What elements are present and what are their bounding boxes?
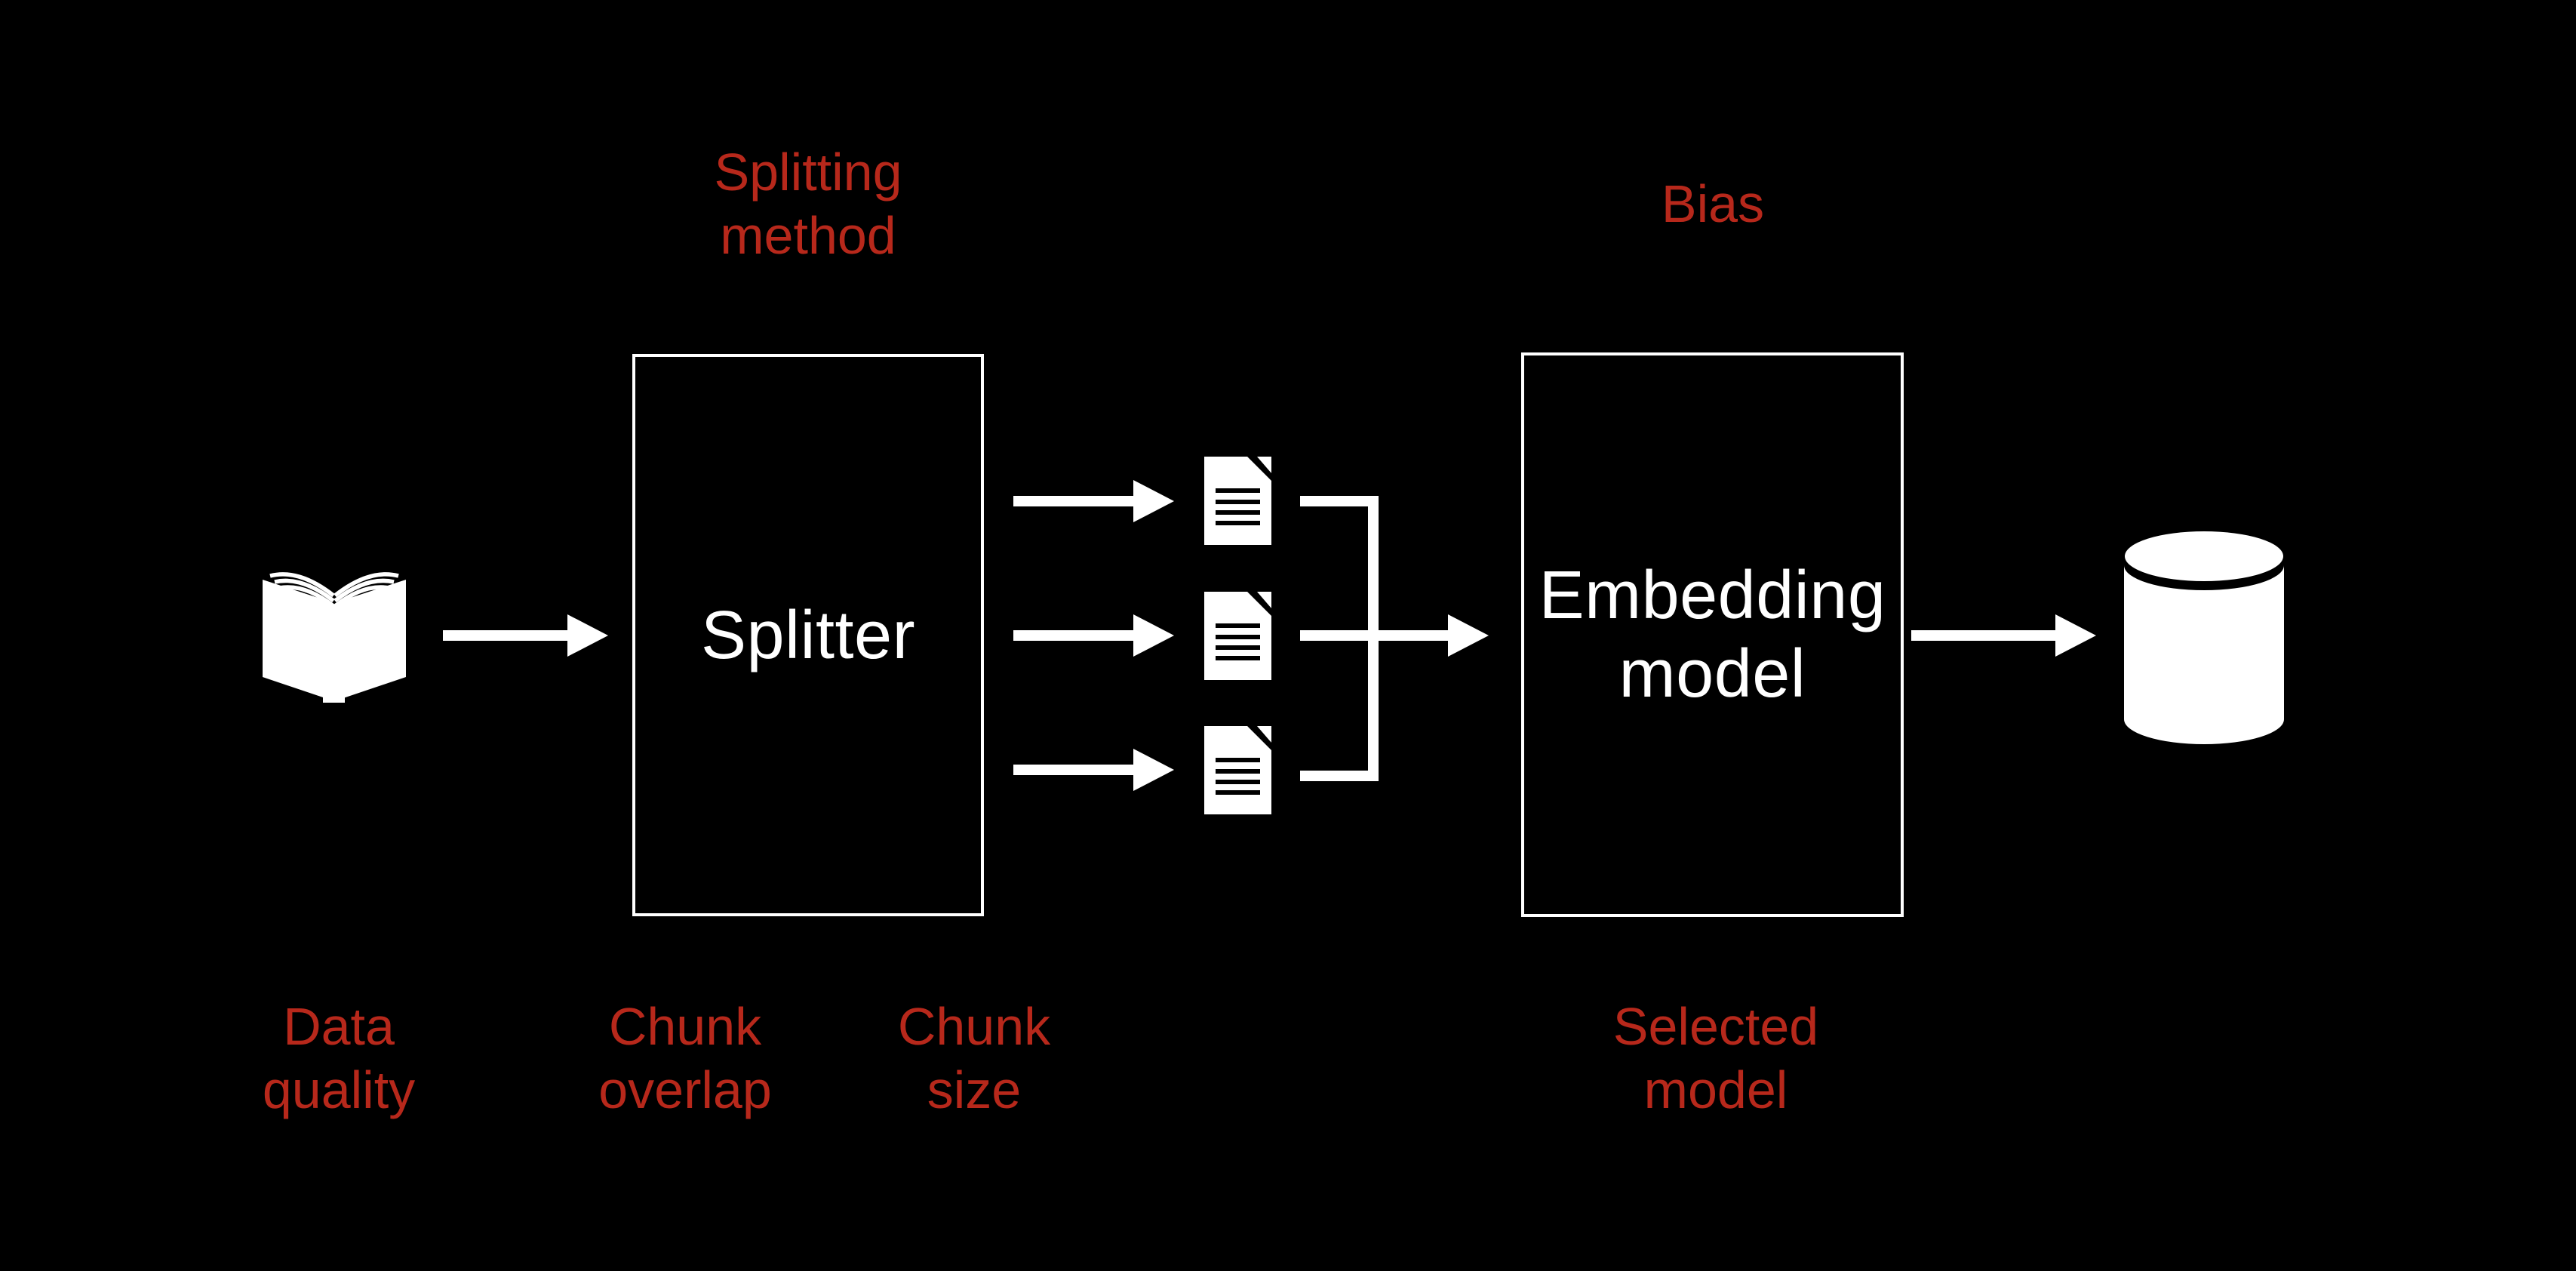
embedding-model-label: Embedding model [1539, 558, 1886, 712]
document-chunk-icon [1204, 457, 1271, 545]
merge-bracket-bottom [1300, 771, 1379, 781]
document-chunk-icon [1204, 592, 1271, 680]
chunk-arrow-icon [1013, 480, 1174, 522]
store-arrow-icon [1911, 614, 2096, 657]
database-cylinder-icon [2124, 531, 2284, 744]
embedding-model-box: Embedding model [1521, 352, 1904, 917]
document-chunk-icon [1204, 726, 1271, 814]
annotation-selected-model: Selected model [1612, 997, 1819, 1119]
chunk-arrow-icon [1013, 614, 1174, 657]
embed-arrow-icon [1300, 614, 1489, 657]
annotation-data-quality: Data quality [262, 997, 416, 1119]
open-book-icon [263, 572, 406, 703]
splitter-box: Splitter [632, 354, 984, 916]
annotation-chunk-size: Chunk size [897, 997, 1051, 1119]
splitter-label: Splitter [700, 597, 916, 673]
merge-bracket-top [1300, 496, 1379, 506]
annotation-bias: Bias [1661, 174, 1765, 233]
chunk-arrow-icon [1013, 749, 1174, 791]
annotation-splitting-method: Splitting method [714, 143, 902, 265]
ingest-arrow-icon [443, 614, 608, 657]
annotation-chunk-overlap: Chunk overlap [598, 997, 772, 1119]
